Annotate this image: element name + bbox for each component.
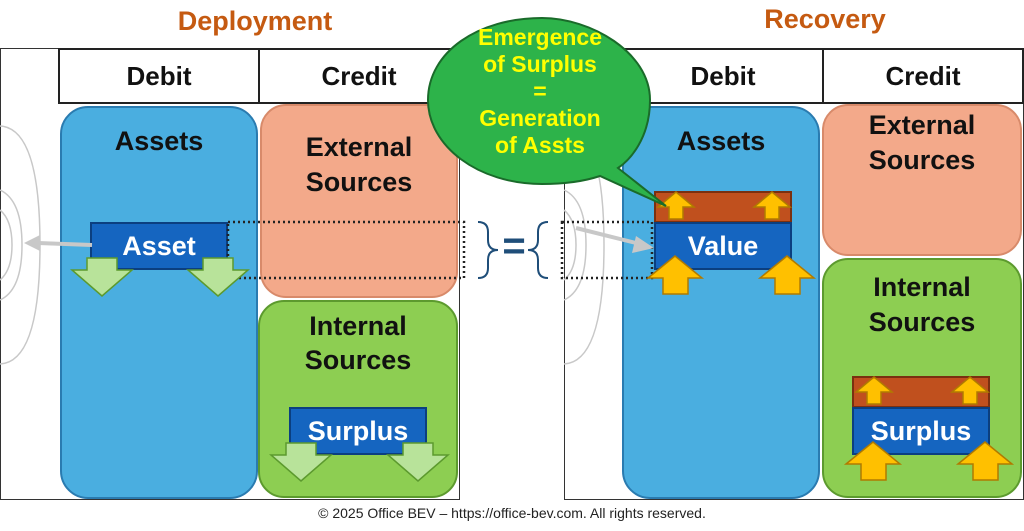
down-arrow-icon bbox=[268, 442, 334, 482]
speech-bubble bbox=[426, 16, 667, 207]
dotted-guide-right bbox=[560, 220, 654, 280]
bubble-line-4: Generation bbox=[479, 105, 601, 131]
recovery-internal-label-2: Sources bbox=[868, 307, 976, 337]
left-brace bbox=[477, 221, 499, 279]
down-arrow-icon bbox=[69, 257, 135, 297]
deployment-assets-label: Assets bbox=[114, 126, 204, 156]
recovery-debit-header: Debit bbox=[622, 48, 824, 104]
deployment-external-label-2: Sources bbox=[305, 167, 413, 197]
down-arrow-icon bbox=[385, 442, 451, 482]
recovery-credit-header: Credit bbox=[822, 48, 1024, 104]
up-arrow-icon bbox=[955, 441, 1015, 481]
up-arrow-icon bbox=[655, 191, 697, 220]
bubble-line-3: = bbox=[533, 78, 547, 104]
bubble-line-2: of Surplus bbox=[483, 51, 597, 77]
deployment-external-block bbox=[260, 104, 458, 298]
recovery-assets-label: Assets bbox=[676, 126, 766, 156]
left-arrow-icon bbox=[24, 235, 93, 251]
recovery-title: Recovery bbox=[764, 4, 886, 34]
deployment-external-label-1: External bbox=[305, 132, 413, 162]
bubble-text: Emergence of Surplus = Generation of Ass… bbox=[440, 24, 640, 159]
bubble-line-1: Emergence bbox=[477, 24, 602, 50]
copyright-text: © 2025 Office BEV – https://office-bev.c… bbox=[318, 505, 706, 521]
up-arrow-icon bbox=[645, 255, 705, 295]
deployment-assets-block bbox=[60, 106, 258, 499]
up-arrow-icon bbox=[757, 255, 817, 295]
deployment-internal-label-1: Internal bbox=[309, 311, 407, 341]
right-brace bbox=[527, 221, 549, 279]
up-arrow-icon bbox=[949, 376, 991, 405]
right-arrow-icon bbox=[575, 226, 654, 253]
recovery-internal-label-1: Internal bbox=[873, 272, 971, 302]
up-arrow-icon bbox=[853, 376, 895, 405]
bubble-line-5: of Assts bbox=[495, 132, 585, 158]
deployment-credit-header: Credit bbox=[258, 48, 460, 104]
up-arrow-icon bbox=[751, 191, 793, 220]
dotted-guide-left bbox=[226, 220, 466, 280]
equals-sign: = bbox=[502, 224, 526, 268]
down-arrow-icon bbox=[185, 257, 251, 297]
recovery-external-label-2: Sources bbox=[868, 145, 976, 175]
up-arrow-icon bbox=[843, 441, 903, 481]
deployment-title: Deployment bbox=[177, 6, 333, 36]
recovery-external-block bbox=[822, 104, 1022, 256]
recovery-assets-block bbox=[622, 106, 820, 499]
recovery-external-label-1: External bbox=[868, 110, 976, 140]
deployment-internal-label-2: Sources bbox=[304, 345, 412, 375]
